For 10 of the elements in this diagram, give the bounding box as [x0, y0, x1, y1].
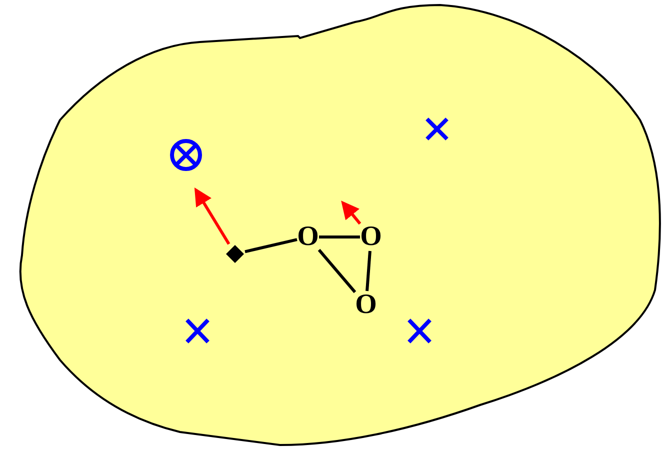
node-label: O	[356, 292, 376, 318]
diamond-node	[226, 245, 244, 263]
node-label: O	[361, 224, 381, 250]
node-label: O	[298, 224, 318, 250]
arrow	[341, 200, 362, 225]
connector-line	[319, 236, 360, 238]
arrow	[194, 187, 230, 245]
connector-line	[366, 250, 372, 292]
connector-line	[318, 248, 356, 294]
connector-line	[244, 238, 298, 254]
